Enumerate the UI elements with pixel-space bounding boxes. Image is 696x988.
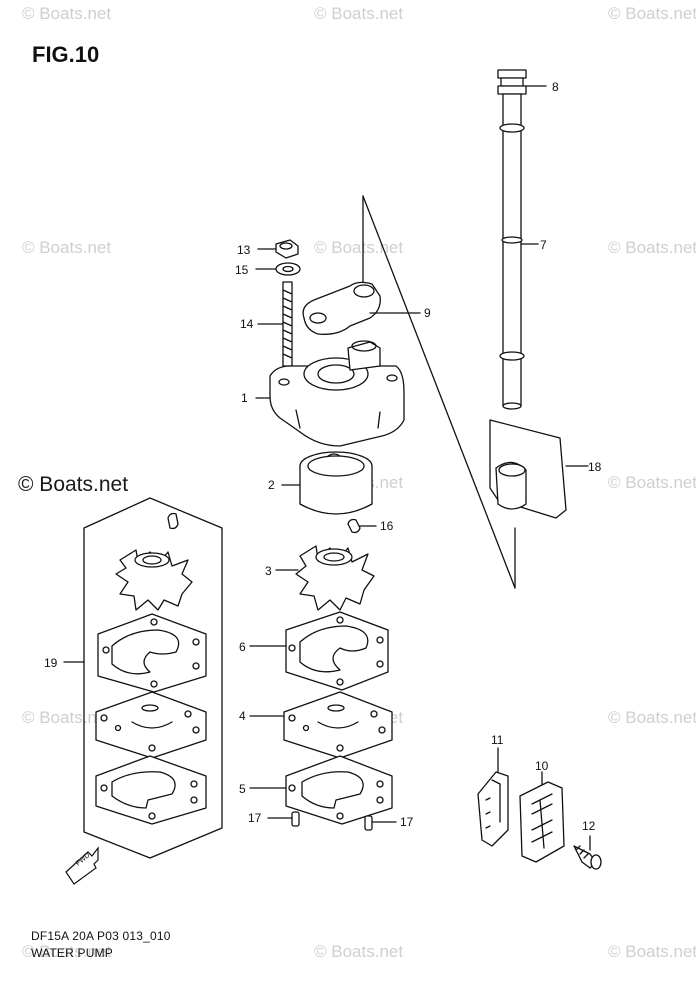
stud-bolt-part xyxy=(257,281,293,367)
clip-part xyxy=(477,747,509,847)
watermark: © Boats.net xyxy=(314,942,404,961)
nut-part xyxy=(257,239,299,259)
impeller-part xyxy=(275,545,375,611)
callout-5: 5 xyxy=(239,782,246,796)
pump-case-lever-part xyxy=(302,281,421,335)
seal-part xyxy=(489,419,589,519)
kit-lower-gasket-part xyxy=(95,755,207,825)
callout-13: 13 xyxy=(237,243,251,257)
repair-kit-bracket xyxy=(63,497,223,859)
callout-6: 6 xyxy=(239,640,246,654)
plate-part xyxy=(249,691,393,759)
watermark: © Boats.net xyxy=(314,4,404,23)
watermark: © Boats.net xyxy=(22,4,112,23)
callout-7: 7 xyxy=(540,238,547,252)
washer-part xyxy=(255,262,301,276)
dowel-pin-part xyxy=(364,815,397,831)
watermark: © Boats.net xyxy=(608,238,696,257)
kit-impeller-part xyxy=(115,549,193,611)
kit-gasket-part xyxy=(97,613,207,693)
watermark: © Boats.net xyxy=(608,4,696,23)
pump-case-part xyxy=(255,340,405,447)
watermark: © Boats.net xyxy=(608,708,696,727)
watermark: © Boats.net xyxy=(22,708,112,727)
dowel-pin-part xyxy=(267,811,300,827)
callout-8: 8 xyxy=(552,80,559,94)
key-part xyxy=(347,518,377,534)
callout-11: 11 xyxy=(491,733,504,747)
screw-part xyxy=(573,835,602,870)
holder-part xyxy=(519,771,565,863)
water-tube-part xyxy=(499,93,539,410)
callout-16: 16 xyxy=(380,519,394,533)
kit-plate-part xyxy=(95,691,207,759)
lower-gasket-part xyxy=(249,755,393,825)
watermark: © Boats.net xyxy=(22,238,112,257)
callout-19: 19 xyxy=(44,656,58,670)
callout-1: 1 xyxy=(241,391,248,405)
grommet-part xyxy=(497,69,547,95)
callout-2: 2 xyxy=(268,478,275,492)
callout-17: 17 xyxy=(400,815,414,829)
kit-key-part xyxy=(167,512,179,530)
callout-14: 14 xyxy=(240,317,254,331)
figure-title: FIG.10 xyxy=(32,42,100,67)
diagram-caption: WATER PUMP xyxy=(31,946,113,960)
gasket-part xyxy=(249,611,389,691)
watermark: © Boats.net xyxy=(22,942,112,961)
callout-18: 18 xyxy=(588,460,602,474)
reference-line xyxy=(362,195,516,589)
watermark: © Boats.net xyxy=(608,473,696,492)
boats-net-watermark: © Boats.net xyxy=(18,473,129,496)
callout-10: 10 xyxy=(535,759,549,773)
callout-12: 12 xyxy=(582,819,596,833)
callout-3: 3 xyxy=(265,564,272,578)
watermark: © Boats.net xyxy=(608,942,696,961)
forward-arrow-icon: FWD xyxy=(65,846,99,885)
callout-17: 17 xyxy=(248,811,262,825)
diagram-code: DF15A 20A P03 013_010 xyxy=(31,929,171,943)
callout-15: 15 xyxy=(235,263,249,277)
callout-9: 9 xyxy=(424,306,431,320)
liner-part xyxy=(281,451,373,515)
callout-4: 4 xyxy=(239,709,246,723)
